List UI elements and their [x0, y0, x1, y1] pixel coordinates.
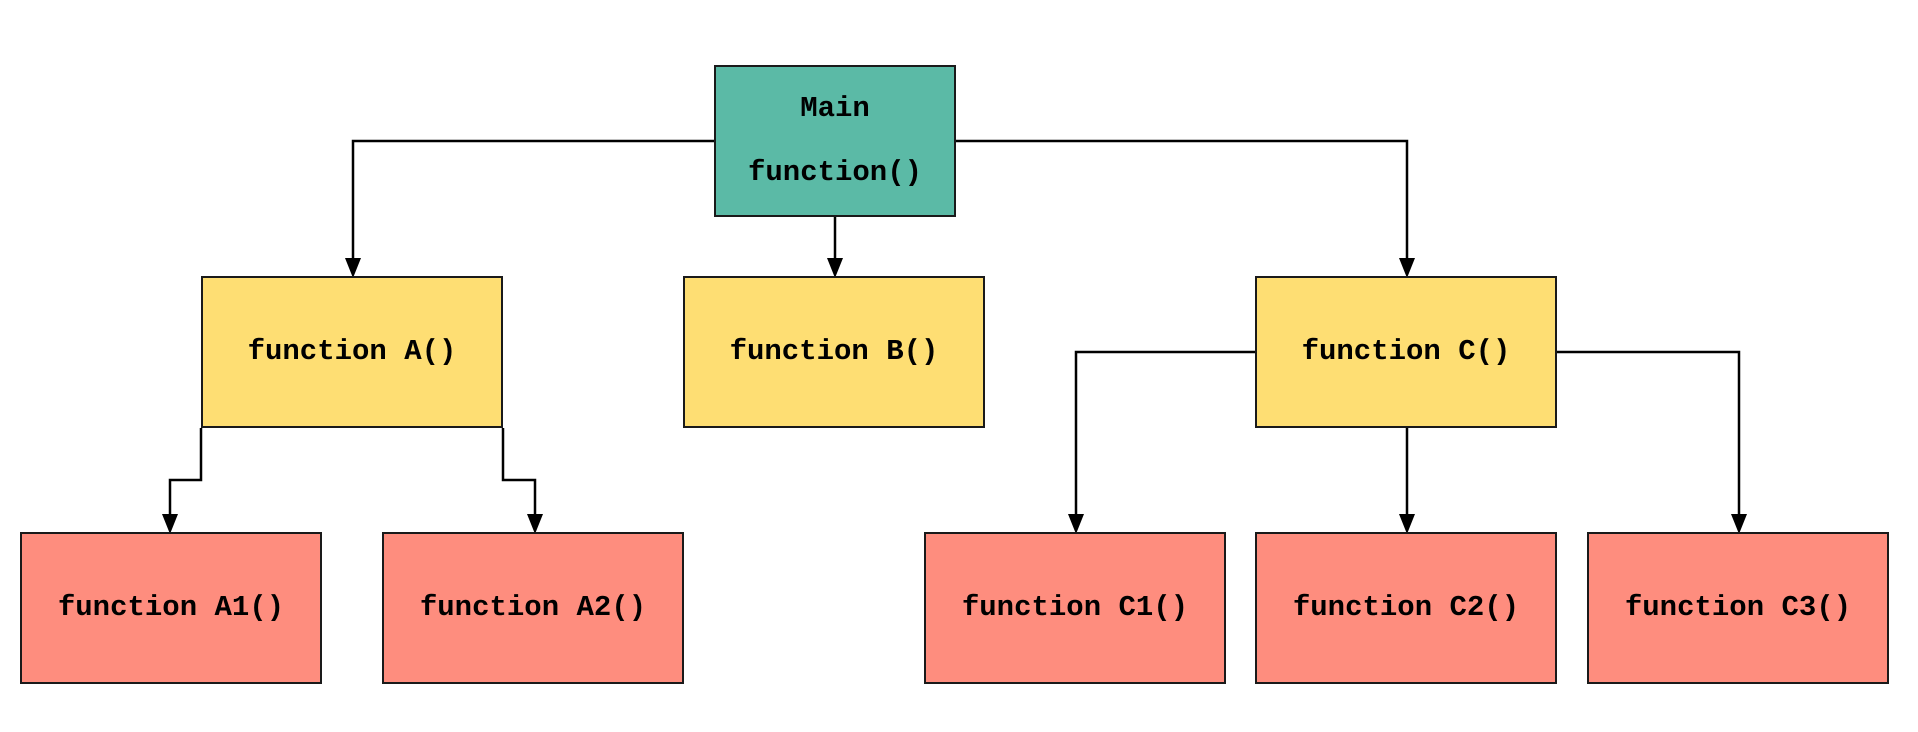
arrow-a-to-a1	[162, 514, 178, 534]
node-main-function: Main function()	[714, 65, 956, 217]
node-function-b-label: function B()	[729, 335, 939, 369]
node-function-c-label: function C()	[1301, 335, 1511, 369]
arrow-main-to-b	[827, 258, 843, 278]
edge-c-to-c3	[1557, 350, 1741, 518]
arrow-main-to-c	[1399, 258, 1415, 278]
edge-main-to-c	[956, 139, 1409, 262]
edge-a-to-a2	[501, 428, 537, 518]
arrow-main-to-a	[345, 258, 361, 278]
node-function-b: function B()	[683, 276, 985, 428]
edge-c-to-c1	[1074, 350, 1255, 518]
node-function-a2: function A2()	[382, 532, 684, 684]
arrow-c-to-c2	[1399, 514, 1415, 534]
node-function-c1-label: function C1()	[961, 591, 1189, 625]
node-function-c3: function C3()	[1587, 532, 1889, 684]
node-function-c2: function C2()	[1255, 532, 1557, 684]
edge-main-to-a	[351, 139, 714, 262]
node-function-a1: function A1()	[20, 532, 322, 684]
arrow-c-to-c1	[1068, 514, 1084, 534]
arrow-a-to-a2	[527, 514, 543, 534]
arrow-c-to-c3	[1731, 514, 1747, 534]
node-function-c1: function C1()	[924, 532, 1226, 684]
edge-a-to-a1	[168, 428, 203, 518]
node-main-label-line2: function()	[747, 155, 923, 189]
node-function-a: function A()	[201, 276, 503, 428]
node-function-c2-label: function C2()	[1292, 591, 1520, 625]
node-main-label-line1: Main	[800, 92, 870, 126]
node-function-a1-label: function A1()	[57, 591, 285, 625]
node-function-a-label: function A()	[247, 335, 457, 369]
node-function-c3-label: function C3()	[1624, 591, 1852, 625]
node-function-c: function C()	[1255, 276, 1557, 428]
node-function-a2-label: function A2()	[419, 591, 647, 625]
